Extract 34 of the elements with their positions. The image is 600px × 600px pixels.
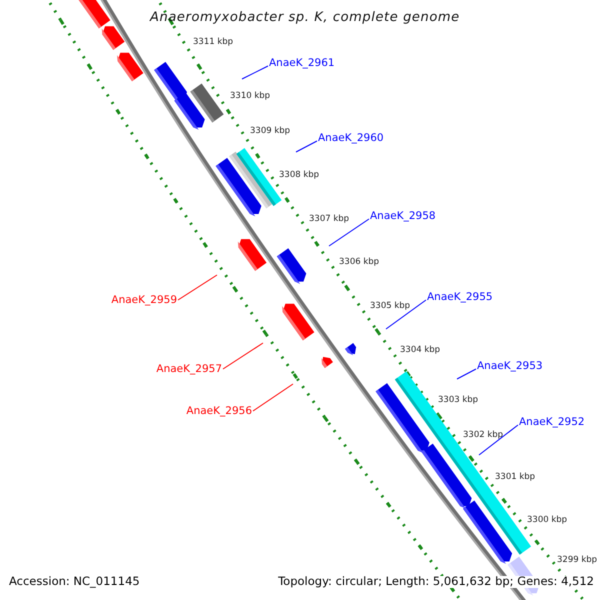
leader-line — [296, 140, 318, 152]
scale-label: 3303 kbp — [438, 396, 478, 404]
gene-label: AnaeK_2952 — [519, 416, 585, 428]
info-text: Accession: NC_011145 — [9, 576, 140, 588]
gene-label: AnaeK_2960 — [318, 132, 384, 144]
scale-label: 3307 kbp — [309, 214, 350, 224]
leader-line — [328, 218, 370, 246]
scale-label: 3311 kbp — [193, 38, 234, 46]
scale-label: 3310 kbp — [230, 92, 270, 100]
gene-label: AnaeK_2959 — [111, 294, 177, 306]
leader-line — [178, 274, 218, 300]
scale-label: 3302 kbp — [463, 430, 504, 440]
scale-label: 3309 kbp — [250, 126, 290, 136]
leader-line — [456, 368, 476, 380]
scale-label: 3308 kbp — [279, 170, 320, 180]
scale-label: 3300 kbp — [527, 516, 568, 524]
gene-label: AnaeK_2961 — [269, 58, 335, 68]
scale-label: 3304 kbp — [400, 346, 440, 354]
title: Anaeromyxobacter sp. K, complete genome — [150, 11, 460, 24]
gene-label: AnaeK_2957 — [156, 364, 222, 374]
gene-label: AnaeK_2955 — [427, 292, 493, 302]
scale-label: 3305 kbp — [370, 302, 410, 310]
leader-line — [252, 384, 294, 412]
info-text: Topology: circular; Length: 5,061,632 bp; Genes: 4,512 — [278, 576, 594, 588]
leader-line — [242, 66, 268, 80]
gene-label: AnaeK_2953 — [477, 360, 543, 372]
gene-label: AnaeK_2956 — [186, 406, 252, 416]
leader-line — [386, 300, 426, 330]
scale-label: 3301 kbp — [495, 472, 536, 482]
gene-label: AnaeK_2958 — [370, 210, 436, 222]
leader-line — [222, 342, 264, 370]
scale-label: 3306 kbp — [339, 258, 380, 266]
leader-line — [478, 424, 518, 456]
scale-label: 3299 kbp — [557, 556, 598, 564]
